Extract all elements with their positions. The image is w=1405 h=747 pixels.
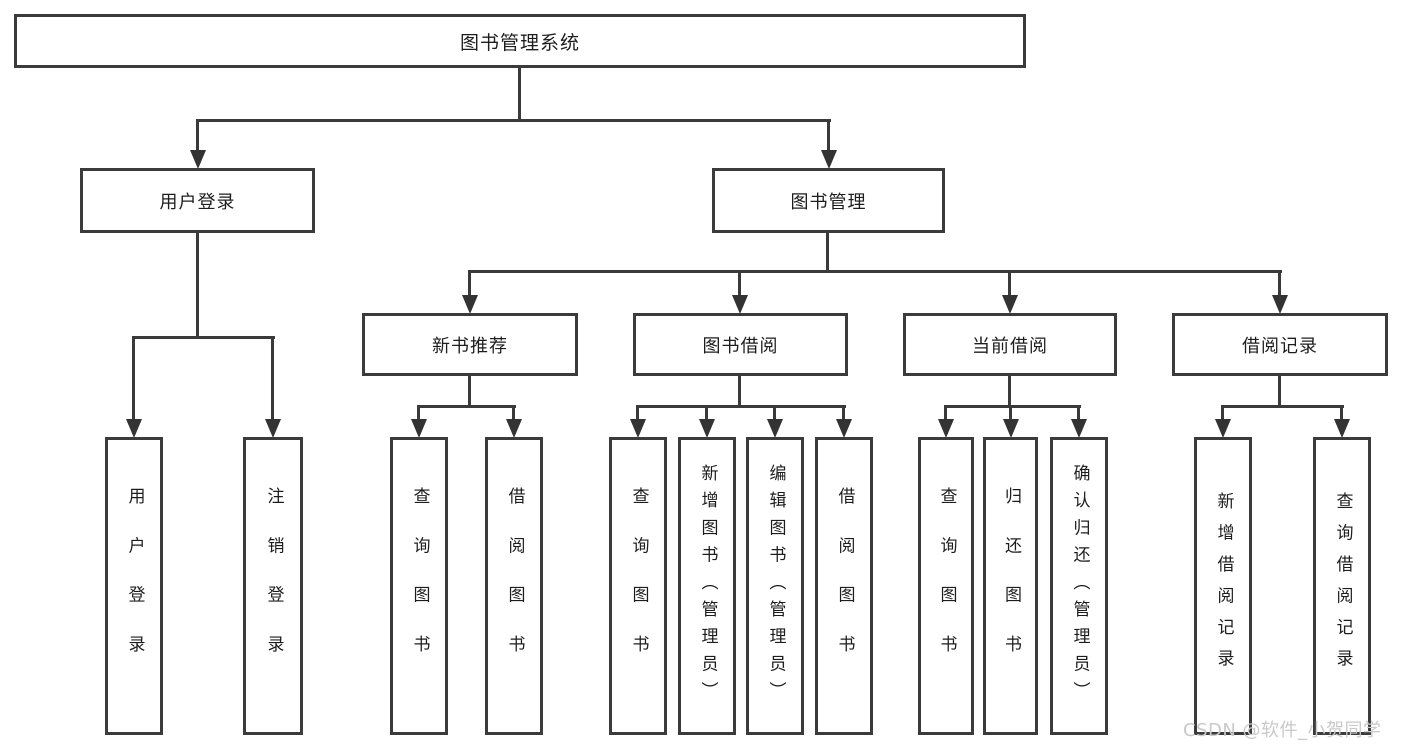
leaf-label: 新增图书（管理员） [697,463,718,709]
arrow-down-icon [1002,295,1018,314]
arrow-down-icon [1272,295,1288,314]
arrow-down-icon [767,419,783,438]
leaf-query-books-current: 查询图书 [918,437,974,735]
arrow-down-icon [732,295,748,314]
node-label: 图书管理 [790,191,867,213]
leaf-label: 归还图书 [1001,487,1021,685]
leaf-edit-book-admin: 编辑图书（管理员） [746,437,804,735]
connector-to-leaf-logout [271,336,274,421]
leaf-label: 查询图书 [409,487,430,685]
leaf-query-books-recommend: 查询图书 [390,437,448,735]
connector-leaf-drop [705,405,708,421]
node-label: 图书借阅 [702,335,779,357]
arrow-down-icon [1003,419,1019,438]
leaf-label: 查询图书 [628,487,649,685]
connector-leaf-drop [636,405,639,421]
connector-leaf-drop [944,405,947,421]
node-new-book-recommendation: 新书推荐 [362,313,578,376]
arrow-down-icon [1215,419,1231,438]
connector-root-split [197,119,831,122]
connector-book-mgmt-drop [826,233,829,272]
csdn-watermark: CSDN @软件_小贺同学 [1183,720,1382,741]
leaf-borrow-books-recommend: 借阅图书 [485,437,543,735]
arrow-down-icon [265,419,281,438]
node-root-library-management-system: 图书管理系统 [14,14,1026,68]
connector-current-borrow-split [944,405,1081,408]
connector-borrow-records-drop [1278,376,1281,408]
leaf-label: 确认归还（管理员） [1069,463,1090,709]
leaf-user-login: 用户登录 [105,437,163,735]
node-current-borrowing: 当前借阅 [903,313,1117,376]
arrow-down-icon [462,295,478,314]
connector-leaf-drop [417,405,420,421]
connector-user-login-split [132,336,275,339]
leaf-label: 编辑图书（管理员） [765,463,786,709]
arrow-down-icon [821,150,837,169]
arrow-down-icon [190,150,206,169]
leaf-borrow-book: 借阅图书 [815,437,873,735]
leaf-label: 借阅图书 [834,487,855,685]
connector-leaf-drop [1009,405,1012,421]
arrow-down-icon [1334,419,1350,438]
leaf-logout: 注销登录 [243,437,303,735]
arrow-down-icon [630,419,646,438]
node-user-login: 用户登录 [80,168,315,233]
arrow-down-icon [1071,419,1087,438]
arrow-down-icon [411,419,427,438]
arrow-down-icon [126,419,142,438]
connector-new-rec-drop [468,376,471,408]
connector-leaf-drop [1221,405,1224,421]
connector-user-login-drop [196,233,199,336]
connector-to-leaf-user-login [132,336,135,421]
connector-leaf-drop [512,405,515,421]
node-label: 借阅记录 [1242,335,1318,357]
leaf-label: 新增借阅记录 [1213,491,1234,681]
connector-leaf-drop [1077,405,1080,421]
connector-book-mgmt-split [468,270,1282,273]
arrow-down-icon [836,419,852,438]
leaf-confirm-return-admin: 确认归还（管理员） [1050,437,1108,735]
node-book-management: 图书管理 [712,168,945,233]
connector-leaf-drop [842,405,845,421]
connector-to-borrowing-records [1278,270,1281,297]
connector-book-borrow-drop [738,376,741,408]
connector-new-rec-split [417,405,516,408]
leaf-return-book: 归还图书 [983,437,1038,735]
node-book-borrowing: 图书借阅 [633,313,848,376]
leaf-label: 用户登录 [124,487,145,685]
connector-to-current-borrowing [1008,270,1011,297]
node-borrowing-records: 借阅记录 [1172,313,1388,376]
node-label: 新书推荐 [432,335,508,357]
leaf-label: 查询借阅记录 [1332,491,1353,681]
leaf-add-book-admin: 新增图书（管理员） [678,437,736,735]
node-label: 图书管理系统 [459,31,580,54]
node-label: 当前借阅 [972,335,1048,357]
leaf-add-borrow-record: 新增借阅记录 [1194,437,1252,735]
connector-leaf-drop [773,405,776,421]
connector-borrow-records-split [1221,405,1344,408]
leaf-label: 借阅图书 [504,487,525,685]
connector-to-user-login [196,119,199,152]
connector-root-drop [518,68,521,119]
leaf-label: 查询图书 [936,487,957,685]
connector-book-borrow-split [636,405,846,408]
connector-leaf-drop [1340,405,1343,421]
connector-to-new-book-rec [468,270,471,297]
arrow-down-icon [506,419,522,438]
node-label: 用户登录 [159,191,236,213]
connector-to-book-borrowing [738,270,741,297]
connector-to-book-management [827,119,830,152]
connector-current-borrow-drop [1008,376,1011,408]
leaf-query-books-borrowing: 查询图书 [609,437,667,735]
leaf-label: 注销登录 [263,487,284,685]
arrow-down-icon [699,419,715,438]
arrow-down-icon [938,419,954,438]
leaf-query-borrow-record: 查询借阅记录 [1313,437,1371,735]
